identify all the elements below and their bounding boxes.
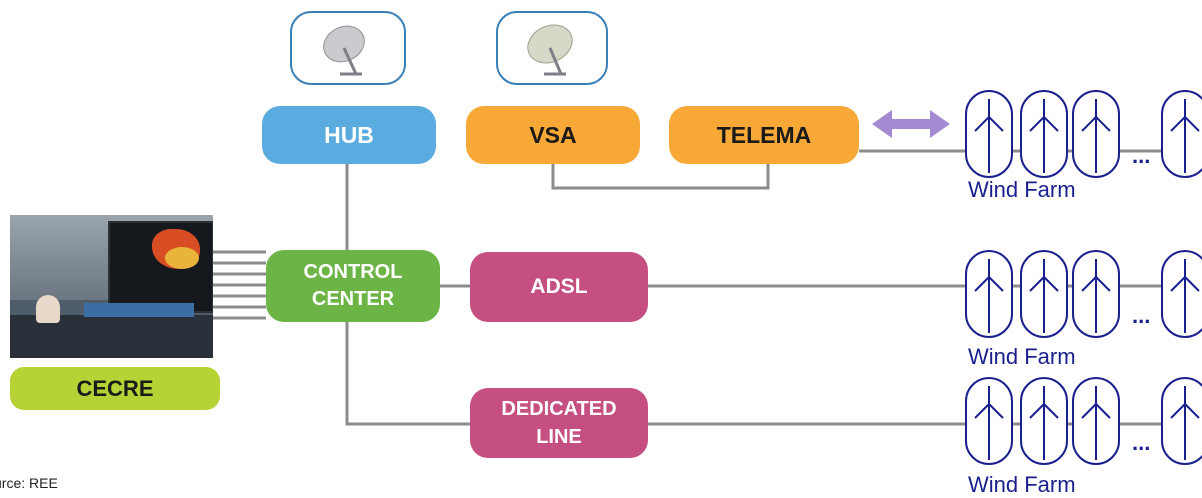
wind-turbine-icon	[965, 90, 1013, 178]
cecre-node: CECRE	[10, 367, 220, 410]
source-caption: urce: REE	[0, 475, 58, 491]
wind-farm-turbines: .........	[965, 90, 1202, 465]
wind-farm-label: Wind Farm	[968, 472, 1076, 497]
wind-turbine-icon	[1161, 377, 1202, 465]
wind-turbine-icon	[1161, 90, 1202, 178]
control-room-photo	[10, 215, 213, 358]
dedicated-label-line2: LINE	[536, 426, 582, 448]
telema-label: TELEMA	[716, 121, 812, 148]
dedicated-label-line1: DEDICATED	[501, 398, 617, 420]
wind-turbine-icon	[1072, 250, 1120, 338]
satellite-dish-icon	[290, 11, 406, 85]
vsa-node: VSA	[466, 106, 640, 164]
telema-node: TELEMA	[669, 106, 859, 164]
adsl-label: ADSL	[530, 275, 588, 298]
hub-label: HUB	[324, 121, 374, 148]
wind-turbine-icon	[1020, 90, 1068, 178]
wind-farm-label: Wind Farm	[968, 177, 1076, 202]
hub-node: HUB	[262, 106, 436, 164]
control-center-node: CONTROL CENTER	[266, 250, 440, 322]
connector-lines	[213, 149, 1202, 426]
adsl-node: ADSL	[470, 252, 648, 322]
control-center-label-line2: CENTER	[311, 288, 395, 310]
ellipsis-label: ...	[1132, 143, 1150, 168]
wind-turbine-icon	[1020, 250, 1068, 338]
wind-farm-label: Wind Farm	[968, 344, 1076, 369]
wind-turbine-icon	[1072, 377, 1120, 465]
ellipsis-label: ...	[1132, 303, 1150, 328]
vsa-label: VSA	[529, 121, 577, 148]
double-arrow-icon	[872, 110, 950, 138]
ellipsis-label: ...	[1132, 430, 1150, 455]
vsa-telema-line	[551, 164, 770, 190]
wind-turbine-icon	[965, 250, 1013, 338]
wind-turbine-icon	[1161, 250, 1202, 338]
wind-turbine-icon	[1072, 90, 1120, 178]
dedicated-line-node: DEDICATED LINE	[470, 388, 648, 458]
control-center-label-line1: CONTROL	[303, 261, 403, 283]
cecre-label: CECRE	[76, 375, 154, 401]
control-dedicated-line	[345, 322, 470, 426]
wind-turbine-icon	[965, 377, 1013, 465]
satellite-dish-icon	[496, 11, 608, 85]
wind-turbine-icon	[1020, 377, 1068, 465]
